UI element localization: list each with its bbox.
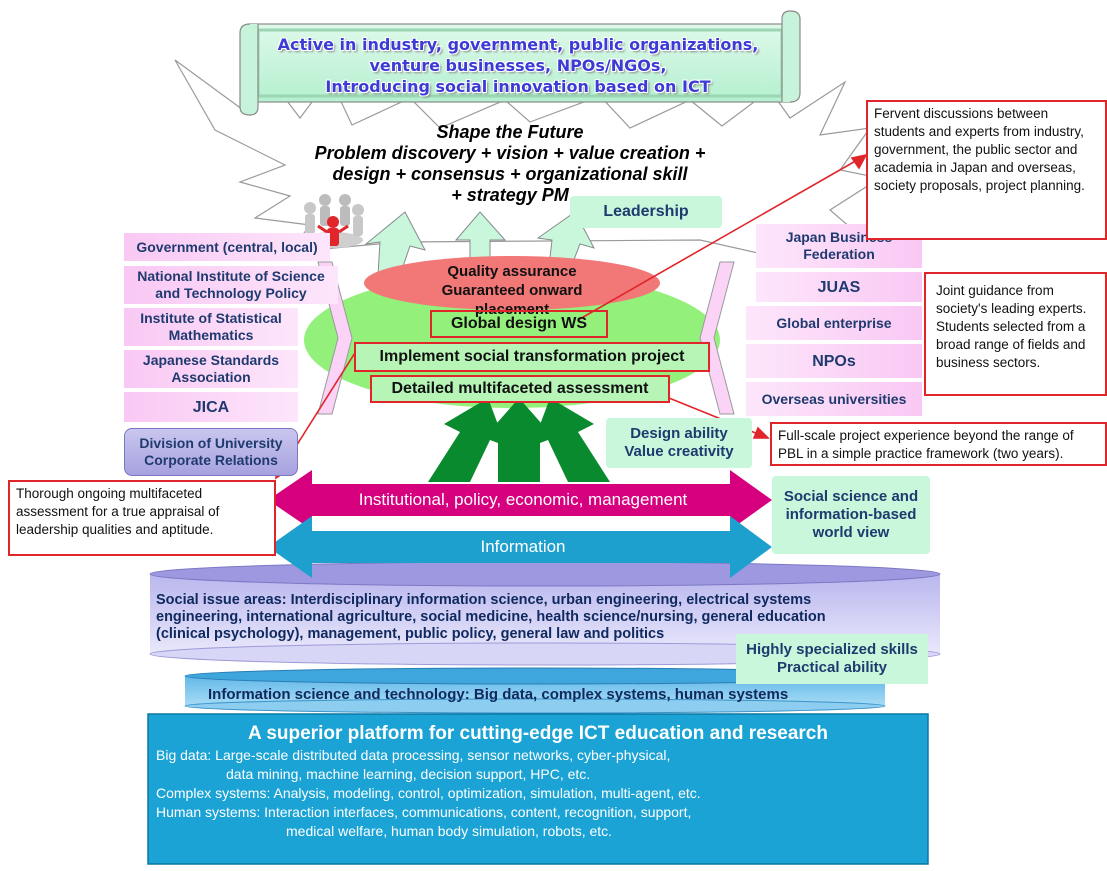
design-ability-line-1: Design ability xyxy=(630,425,728,442)
future-title: Shape the Future xyxy=(436,122,584,142)
partner-government: Government (central, local) xyxy=(124,233,330,261)
partner-ism: Institute of Statistical Mathematics xyxy=(124,308,298,346)
quality-line-2: Guaranteed onward placement xyxy=(441,282,583,318)
information-arrow xyxy=(268,516,772,578)
platform-title: A superior platform for cutting-edge ICT… xyxy=(248,723,828,744)
note-fullscale: Full-scale project experience beyond the… xyxy=(770,422,1107,466)
information-label: Information xyxy=(480,537,566,556)
green-up-arrows xyxy=(428,398,610,482)
social-issue-line-2: engineering, international agriculture, … xyxy=(156,609,826,625)
platform-line-4: Human systems: Interaction interfaces, c… xyxy=(156,804,692,820)
note-fervent: Fervent discussions between students and… xyxy=(866,100,1107,240)
design-ability-box: Design ability Value creativity xyxy=(606,418,752,468)
platform-text: A superior platform for cutting-edge ICT… xyxy=(150,722,926,841)
platform-line-5: medical welfare, human body simulation, … xyxy=(286,823,613,839)
skills-line-1: Highly specialized skills xyxy=(746,641,918,658)
social-issue-text: Social issue areas: Interdisciplinary in… xyxy=(156,592,826,643)
note-joint: Joint guidance from society's leading ex… xyxy=(924,272,1107,396)
info-science-cylinder xyxy=(184,667,886,714)
partner-nistep: National Institute of Science and Techno… xyxy=(124,266,338,304)
platform-box xyxy=(147,713,929,865)
leadership-box: Leadership xyxy=(570,196,722,228)
future-line-3: design + consensus + organizational skil… xyxy=(332,164,688,184)
skills-line-2: Practical ability xyxy=(776,659,888,676)
future-line-2: Problem discovery + vision + value creat… xyxy=(314,143,706,163)
social-issue-line-1: Social issue areas: Interdisciplinary in… xyxy=(156,592,812,608)
partner-jbf: Japan Business Federation xyxy=(756,224,922,268)
banner-text: Active in industry, government, public o… xyxy=(258,34,778,97)
partner-overseas: Overseas universities xyxy=(746,382,922,416)
design-ability-line-2: Value creativity xyxy=(624,443,734,460)
worldview-box: Social science and information-based wor… xyxy=(772,476,930,554)
social-issue-cylinder xyxy=(149,561,941,666)
partner-juas: JUAS xyxy=(756,272,922,302)
shape-future-text: Shape the Future Problem discovery + vis… xyxy=(260,122,760,206)
quality-text: Quality assurance Guaranteed onward plac… xyxy=(420,262,604,319)
note-thorough: Thorough ongoing multifaceted assessment… xyxy=(8,480,276,556)
social-issue-line-3: (clinical psychology), management, publi… xyxy=(156,626,665,642)
banner-line-2: venture businesses, NPOs/NGOs, xyxy=(369,56,667,75)
quality-line-1: Quality assurance xyxy=(447,263,577,280)
quality-ellipse xyxy=(364,256,660,310)
skills-box: Highly specialized skills Practical abil… xyxy=(736,634,928,684)
global-design-ws: Global design WS xyxy=(430,310,608,338)
center-ellipse xyxy=(304,272,720,408)
detailed-assessment: Detailed multifaceted assessment xyxy=(370,375,670,403)
platform-line-2: data mining, machine learning, decision … xyxy=(226,766,591,782)
banner-line-1: Active in industry, government, public o… xyxy=(277,35,759,54)
partner-jica: JICA xyxy=(124,392,298,422)
division-university: Division of University Corporate Relatio… xyxy=(124,428,298,476)
info-science-text: Information science and technology: Big … xyxy=(208,686,789,703)
partner-npos: NPOs xyxy=(746,344,922,378)
platform-line-3: Complex systems: Analysis, modeling, con… xyxy=(156,785,701,801)
partner-global-enterprise: Global enterprise xyxy=(746,306,922,340)
implement-project: Implement social transformation project xyxy=(354,342,710,372)
right-chevron xyxy=(699,261,735,415)
banner-scroll xyxy=(239,10,801,116)
institutional-label: Institutional, policy, economic, managem… xyxy=(358,490,688,509)
banner-line-3: Introducing social innovation based on I… xyxy=(325,77,711,96)
future-line-4: + strategy PM xyxy=(451,185,569,205)
platform-line-1: Big data: Large-scale distributed data p… xyxy=(156,747,671,763)
institutional-arrow xyxy=(268,470,772,530)
partner-jsa: Japanese Standards Association xyxy=(124,350,298,388)
